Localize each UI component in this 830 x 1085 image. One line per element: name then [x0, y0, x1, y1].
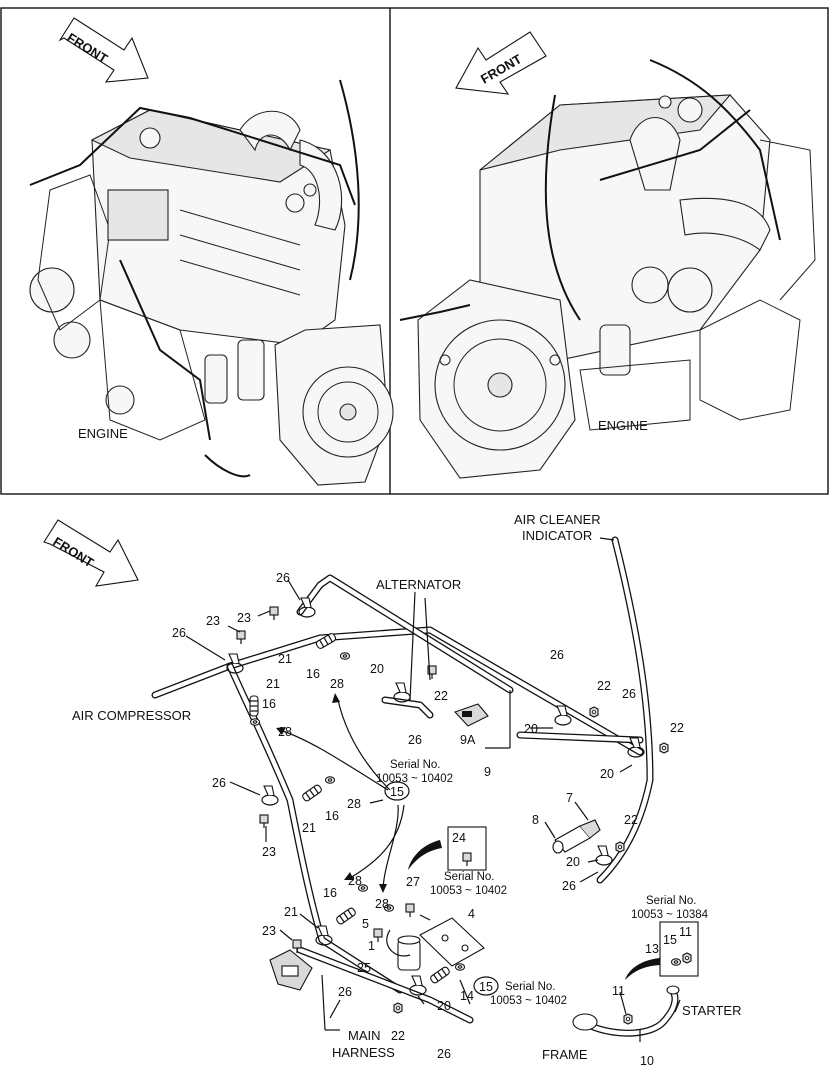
serial-note-lower: 15 Serial No. 10053 ~ 10402 [473, 976, 567, 1007]
part-number-labels: 26 23 23 26 21 16 28 21 16 28 20 22 26 9… [172, 571, 684, 1068]
harness-main-loop [151, 536, 654, 1024]
part-label: 22 [624, 813, 638, 827]
serial-note-line: Serial No. [505, 981, 556, 993]
part-label: 27 [406, 875, 420, 889]
serial-note-box24: Serial No. 10053 ~ 10402 [430, 871, 507, 897]
serial-note-line: Serial No. [444, 871, 495, 883]
part-label: 11 [612, 984, 625, 998]
air-compressor-label: AIR COMPRESSOR [72, 708, 191, 723]
part-label: 7 [566, 791, 573, 805]
part-label: 9A [460, 733, 476, 747]
part-4-bracket [419, 917, 485, 967]
serial-note-line: 10053 ~ 10402 [490, 995, 567, 1007]
component-callouts: AIR CLEANER INDICATOR ALTERNATOR AIR COM… [72, 512, 741, 1062]
alternator-label: ALTERNATOR [376, 577, 461, 592]
part-label: 21 [284, 905, 298, 919]
part-label: 15 [663, 933, 677, 947]
part-label: 16 [325, 809, 339, 823]
part-label: 14 [460, 989, 474, 1003]
main-harness-label-2: HARNESS [332, 1045, 395, 1060]
serial-ref-15: 15 [390, 785, 404, 799]
part-label: 26 [408, 733, 422, 747]
part-label: 13 [645, 942, 659, 956]
part-label: 26 [622, 687, 636, 701]
part-8-sensor [552, 819, 601, 854]
part-label: 28 [330, 677, 344, 691]
part-label: 23 [237, 611, 251, 625]
serial-note-line: 10053 ~ 10402 [376, 773, 453, 785]
part-label: 11 [679, 925, 692, 939]
serial-note-line: Serial No. [390, 759, 441, 771]
part-label: 9 [484, 765, 491, 779]
part-label: 16 [262, 697, 276, 711]
part-label: 26 [338, 985, 352, 999]
part-label: 20 [566, 855, 580, 869]
serial-note-box-right: Serial No. 10053 ~ 10384 11 15 13 [631, 895, 709, 956]
part-label: 28 [375, 897, 389, 911]
serial-note-line: 10053 ~ 10384 [631, 909, 709, 921]
part-label: 20 [524, 722, 538, 736]
engine-view-right: FRONT ENGINE [399, 31, 816, 479]
main-harness-connector [269, 949, 313, 991]
part-label: 23 [206, 614, 220, 628]
part-label: 25 [357, 961, 371, 975]
main-harness-label-1: MAIN [348, 1028, 381, 1043]
part-label: 22 [391, 1029, 405, 1043]
serial-note-upper: Serial No. 10053 ~ 10402 15 [376, 759, 453, 801]
part-label: 16 [306, 667, 320, 681]
engine-label-right: ENGINE [598, 418, 648, 433]
part-9a-connector [454, 703, 489, 727]
starter-label: STARTER [682, 1003, 741, 1018]
part-label: 4 [468, 907, 475, 921]
part-label: 28 [278, 725, 292, 739]
part-label: 20 [437, 999, 451, 1013]
part-label: 21 [278, 652, 292, 666]
serial-note-line: 10053 ~ 10402 [430, 885, 507, 897]
engine-view-left: FRONT ENGINE [29, 17, 394, 486]
frame-label: FRAME [542, 1047, 588, 1062]
leader-lines [185, 537, 681, 1042]
part-label: 21 [266, 677, 280, 691]
part-label: 24 [452, 831, 466, 845]
part-label: 20 [600, 767, 614, 781]
front-arrow-bottom: FRONT [43, 519, 139, 587]
serial-note-line: Serial No. [646, 895, 697, 907]
part-label: 26 [562, 879, 576, 893]
detail-box-serial-right [659, 921, 699, 977]
part-label: 28 [348, 874, 362, 888]
air-cleaner-indicator-label-1: AIR CLEANER [514, 512, 601, 527]
air-cleaner-indicator-label-2: INDICATOR [522, 528, 592, 543]
serial-ref-15: 15 [479, 980, 493, 994]
part-label: 23 [262, 924, 276, 938]
part-label: 26 [550, 648, 564, 662]
part-label: 26 [172, 626, 186, 640]
harness-exploded-view: FRONT [43, 512, 741, 1068]
starter-strap [572, 985, 680, 1037]
part-label: 23 [262, 845, 276, 859]
top-panels-frame [0, 7, 829, 495]
part-label: 21 [302, 821, 316, 835]
part-label: 16 [323, 886, 337, 900]
part-label: 22 [434, 689, 448, 703]
part-label: 28 [347, 797, 361, 811]
part-label: 10 [640, 1054, 654, 1068]
front-arrow-left: FRONT [58, 17, 149, 83]
part-label: 22 [597, 679, 611, 693]
part-label: 1 [368, 939, 375, 953]
part-label: 20 [370, 662, 384, 676]
part-label: 26 [276, 571, 290, 585]
part-label: 26 [212, 776, 226, 790]
part-label: 8 [532, 813, 539, 827]
part-1-solenoid [386, 929, 421, 971]
front-arrow-right: FRONT [455, 31, 547, 95]
part-label: 5 [362, 917, 369, 931]
engine-label-left: ENGINE [78, 426, 128, 441]
part-label: 22 [670, 721, 684, 735]
part-label: 26 [437, 1047, 451, 1061]
